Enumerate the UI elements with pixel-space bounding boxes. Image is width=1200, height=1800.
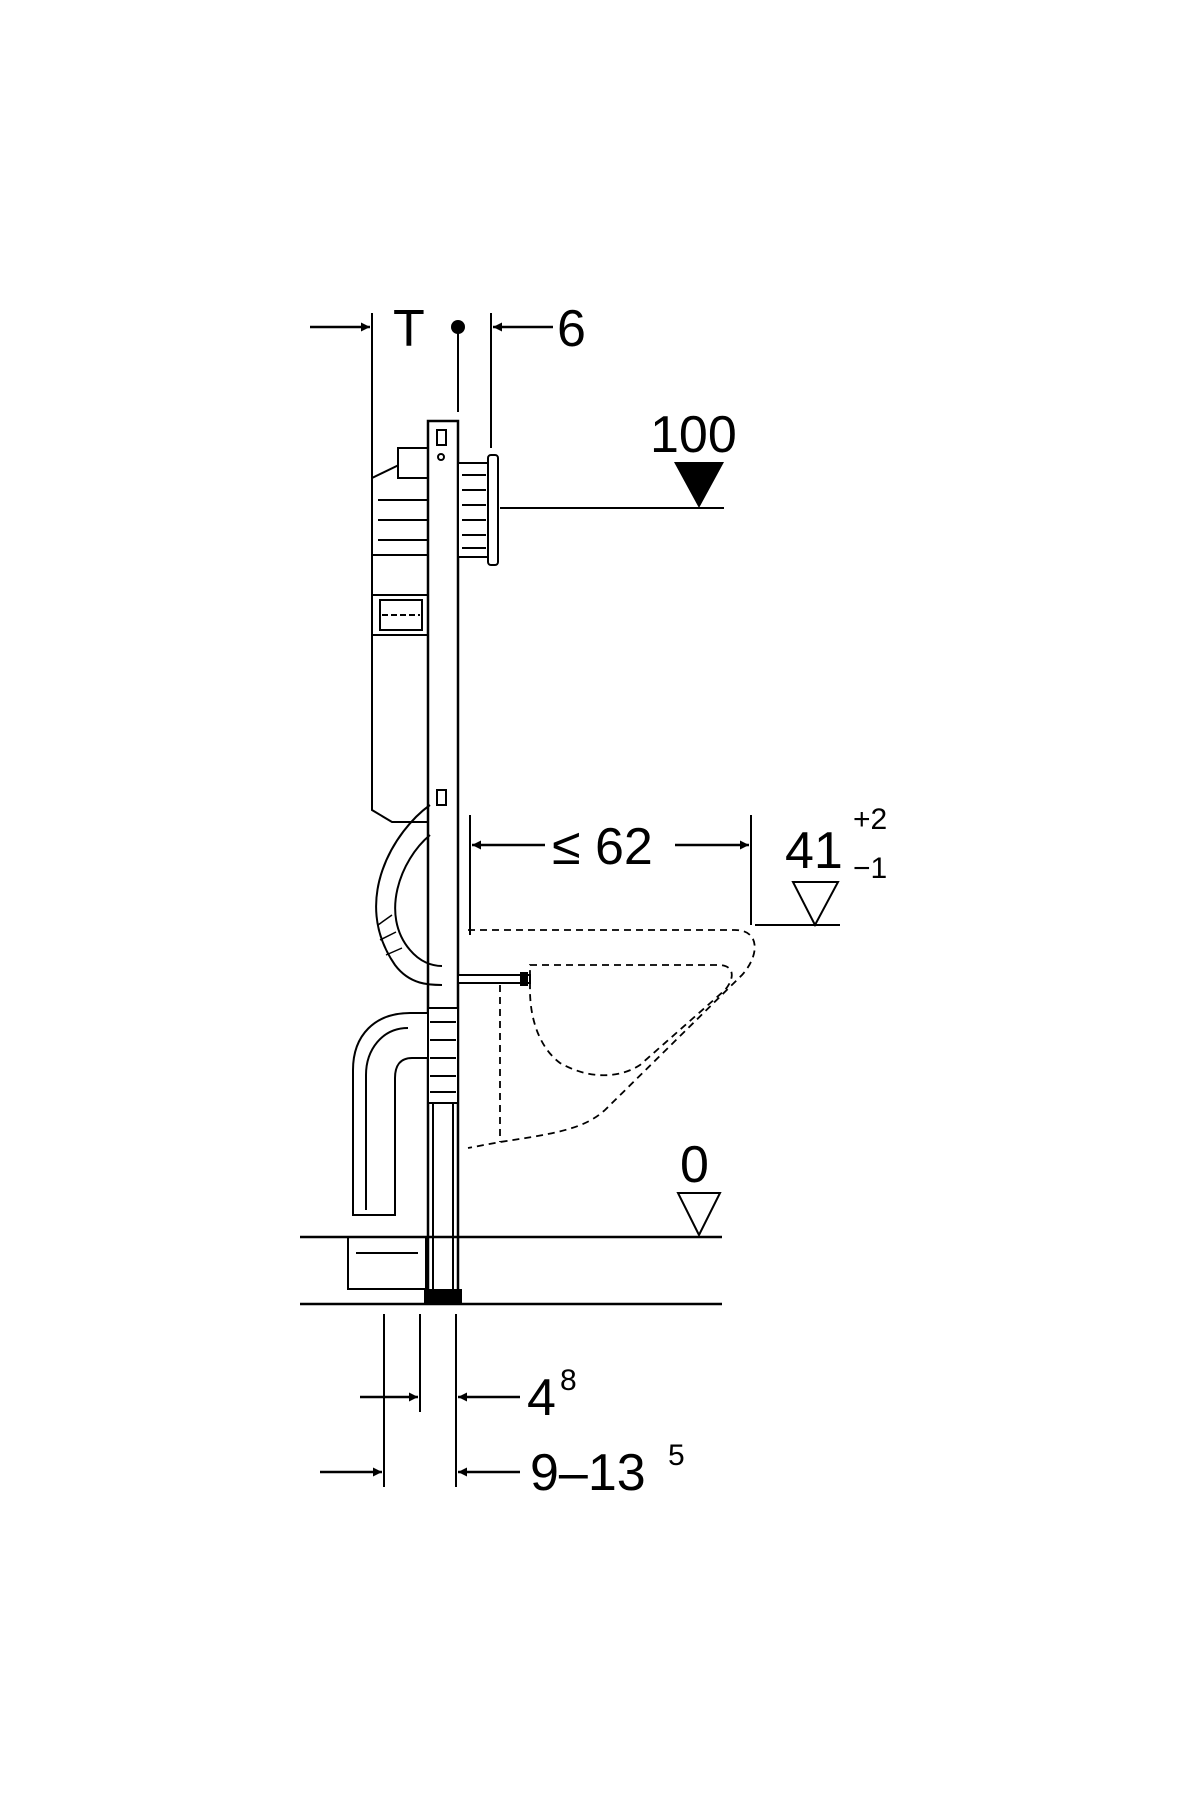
bottom-dimension-group: 4 8 9–13 5 — [320, 1314, 685, 1502]
wc-bowl-inner — [529, 964, 733, 1077]
top-dimension-group: T 6 — [310, 300, 586, 485]
wc-bowl-outline — [467, 929, 756, 1149]
seat-height-plus: +2 — [853, 803, 887, 836]
filled-level-triangle-icon — [674, 462, 724, 508]
seat-height-marker: 41 +2 −1 — [755, 803, 887, 928]
drain-elbow-inner — [365, 1027, 409, 1210]
projection-label: ≤ 62 — [552, 818, 653, 876]
cistern-valve-block — [379, 599, 423, 631]
wc-bowl — [467, 929, 756, 1149]
drain-elbow — [347, 1007, 462, 1305]
seat-height-minus: −1 — [853, 852, 887, 885]
flush-plate-body — [457, 462, 489, 558]
frame-depth-label: 4 — [527, 1369, 556, 1427]
floor-level-triangle-icon — [676, 1192, 722, 1238]
flush-height-label: 100 — [650, 406, 737, 464]
flush-pipe-curve — [375, 804, 443, 986]
frame-depth-sup: 8 — [560, 1364, 577, 1397]
wc-mount-bolt — [457, 972, 531, 986]
install-depth-label: 9–13 — [530, 1444, 646, 1502]
flush-height-marker: 100 — [500, 406, 737, 509]
floor-level-label: 0 — [680, 1136, 709, 1194]
offset-label: 6 — [557, 300, 586, 358]
install-depth-sup: 5 — [668, 1439, 685, 1472]
frame-foot — [424, 1289, 462, 1305]
projection-dimension: ≤ 62 — [469, 815, 752, 935]
seat-height-label: 41 — [785, 822, 843, 880]
mount-bolt-nut — [520, 972, 528, 986]
flush-pipe-curve-inner — [394, 834, 443, 967]
floor-cap — [347, 1236, 427, 1290]
frame-top-slot — [436, 429, 447, 446]
depth-label: T — [393, 300, 425, 358]
frame-top-hole — [437, 453, 445, 461]
cistern-detail-lines — [378, 499, 428, 541]
flush-plate-ribs — [462, 474, 486, 549]
floor-level-marker: 0 — [676, 1136, 722, 1238]
cistern-lid — [397, 447, 431, 479]
flush-plate-front — [487, 454, 499, 566]
level-triangle-icon — [791, 881, 840, 928]
drain-connector-ribs — [430, 1021, 456, 1093]
drain-elbow-outer — [352, 1012, 441, 1216]
flush-pipe-ribs — [377, 914, 403, 956]
frame-mid-slot — [436, 789, 447, 806]
mount-bolt — [457, 974, 531, 984]
drain-foot-pipe — [432, 1102, 454, 1302]
